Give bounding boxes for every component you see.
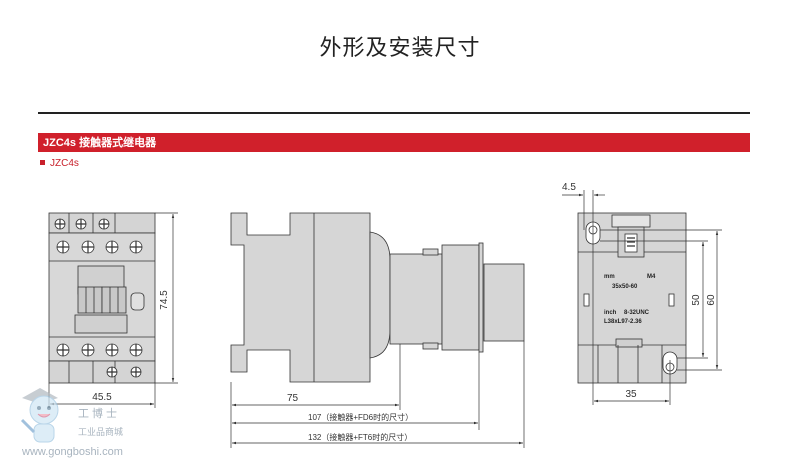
mounting-dimensions bbox=[562, 190, 722, 405]
mounting-hole-spacing-h: 35 bbox=[625, 389, 637, 400]
side-dim-132: 132（接触器+FT6时的尺寸） bbox=[308, 432, 412, 442]
watermark-url: www.gongboshi.com bbox=[22, 446, 123, 458]
mounting-label-inch-unit: inch bbox=[604, 310, 617, 316]
side-dim-107: 107（接触器+FD6时的尺寸） bbox=[308, 412, 413, 422]
mounting-offset-dim: 4.5 bbox=[562, 182, 576, 193]
mounting-label-inch-screw: 8-32UNC bbox=[624, 310, 650, 316]
mounting-label-inch-size: L38xL97-2.36 bbox=[604, 319, 642, 325]
title-divider bbox=[38, 112, 750, 114]
mounting-label-mm-screw: M4 bbox=[647, 274, 656, 280]
side-dim-75: 75 bbox=[287, 393, 299, 404]
front-view bbox=[48, 212, 156, 384]
watermark-brand: 工博士 bbox=[78, 408, 120, 420]
mounting-label-mm-unit: mm bbox=[604, 274, 615, 280]
section-header-bar: JZC4s 接触器式继电器 bbox=[38, 133, 750, 152]
watermark-mascot-icon bbox=[20, 388, 59, 443]
subheading-label: JZC4s bbox=[50, 158, 79, 169]
section-header-label: JZC4s 接触器式继电器 bbox=[43, 137, 157, 149]
mounting-view bbox=[577, 212, 687, 384]
side-view bbox=[230, 212, 525, 383]
side-dimensions bbox=[230, 341, 525, 448]
mounting-hole-spacing-v1: 50 bbox=[691, 294, 702, 306]
bullet-square-icon bbox=[40, 160, 45, 165]
section-subheading: JZC4s bbox=[40, 158, 79, 169]
mounting-label-mm-size: 35x50-60 bbox=[612, 284, 638, 290]
front-width-dim: 45.5 bbox=[92, 392, 112, 403]
mounting-hole-spacing-v2: 60 bbox=[706, 294, 717, 306]
watermark-tagline: 工业品商城 bbox=[78, 427, 124, 437]
page-title: 外形及安装尺寸 bbox=[319, 36, 481, 61]
front-height-dim: 74.5 bbox=[159, 290, 170, 310]
